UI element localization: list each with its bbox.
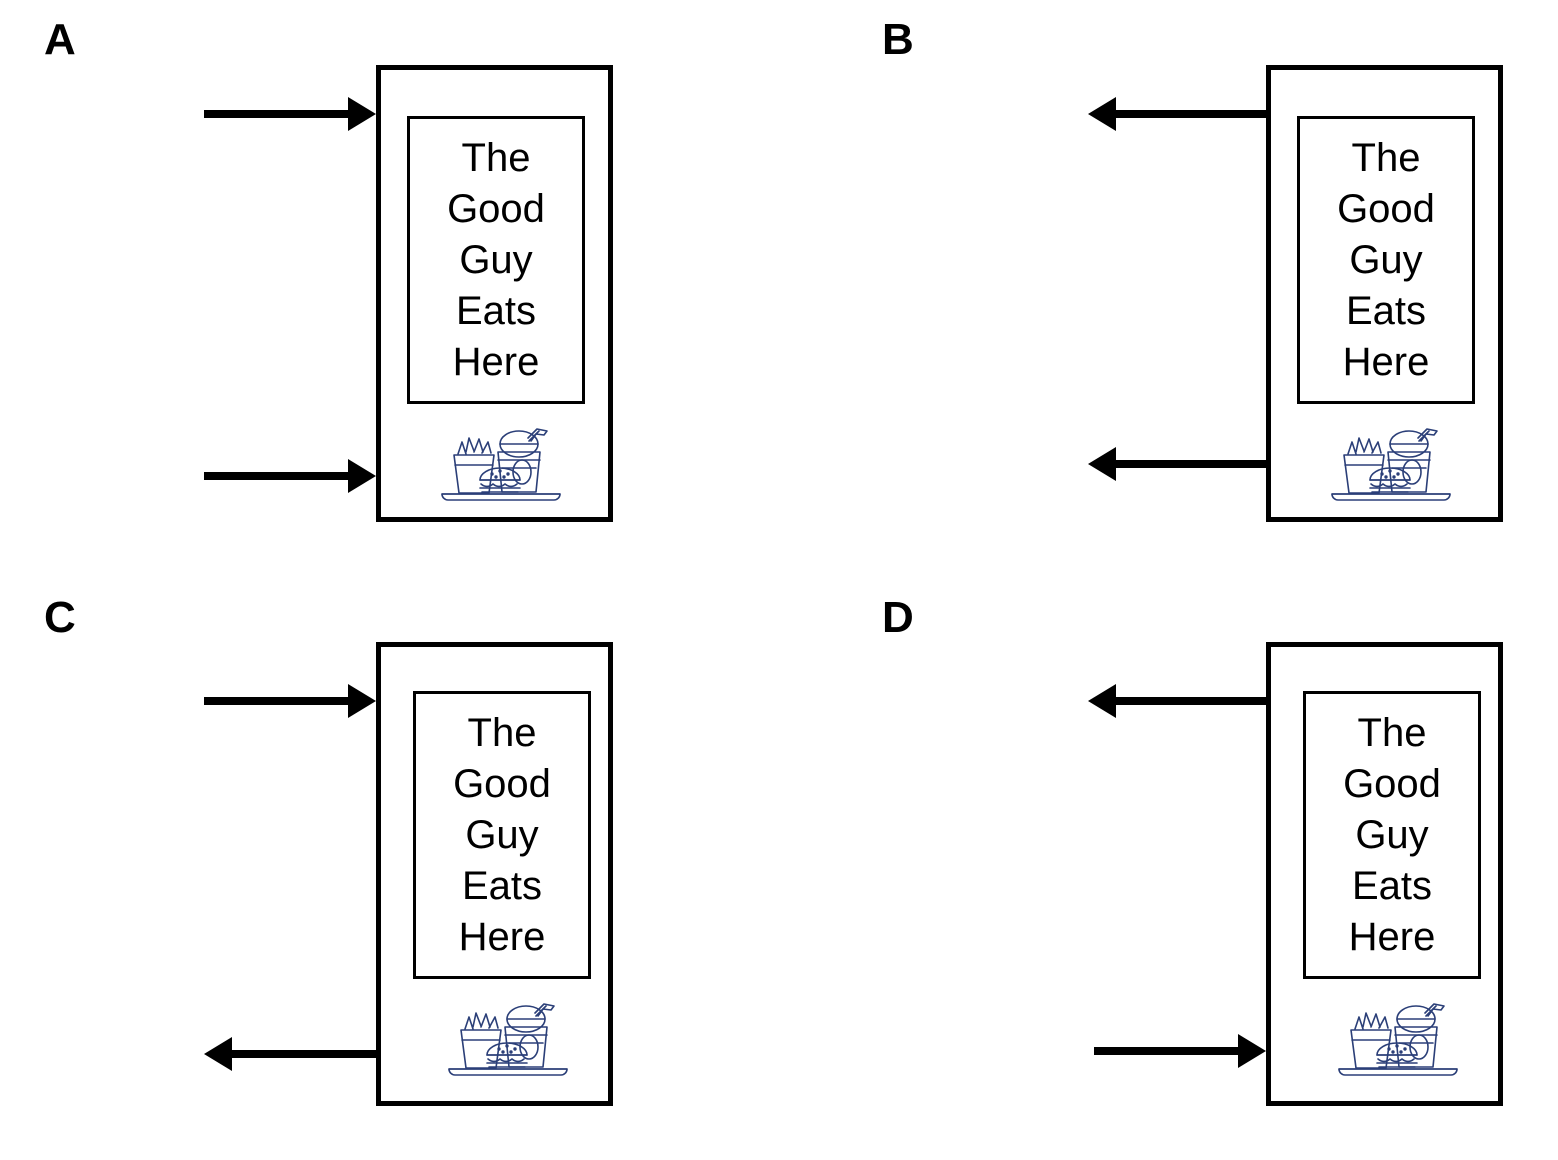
sign-b-line-5: Here [1342,339,1430,384]
panel-d-top-arrow-left-icon [1088,684,1266,718]
panel-c-bottom-arrow-left-icon [204,1037,380,1071]
sign-a-line-4: Eats [455,288,537,333]
sign-b-line-3: Guy [1349,237,1423,282]
sign-a-line-2: Good [447,186,545,231]
fast-food-tray-icon [448,1003,568,1076]
panel-a-bottom-arrow-right-icon [204,459,376,493]
sign-d: The Good Guy Eats Here [1303,691,1481,979]
sign-a-line-5: Here [452,339,540,384]
sign-c: The Good Guy Eats Here [413,691,591,979]
sign-d-line-3: Guy [1355,812,1429,857]
sign-d-line-4: Eats [1351,863,1433,908]
panel-b-bottom-arrow-left-icon [1088,447,1266,481]
panel-d-bottom-arrow-right-icon [1094,1034,1266,1068]
sign-c-line-2: Good [453,761,551,806]
billboard-c: The Good Guy Eats Here [376,642,613,1106]
fast-food-tray-icon [1338,1003,1458,1076]
sign-c-line-3: Guy [465,812,539,857]
sign-a-line-3: Guy [459,237,533,282]
billboard-b: The Good Guy Eats Here [1266,65,1503,522]
sign-a-line-1: The [461,135,531,180]
panel-label-a: A [44,15,76,64]
panel-a-top-arrow-right-icon [204,97,376,131]
sign-c-line-1: The [467,710,537,755]
sign-b-line-4: Eats [1345,288,1427,333]
panel-label-d: D [882,593,914,642]
sign-b: The Good Guy Eats Here [1297,116,1475,404]
sign-c-line-4: Eats [461,863,543,908]
sign-b-line-2: Good [1337,186,1435,231]
fast-food-tray-icon [1331,428,1451,501]
sign-d-line-2: Good [1343,761,1441,806]
sign-d-line-1: The [1357,710,1427,755]
sign-c-line-5: Here [458,914,546,959]
panel-b-top-arrow-left-icon [1088,97,1266,131]
sign-d-line-5: Here [1348,914,1436,959]
sign-b-line-1: The [1351,135,1421,180]
panel-label-b: B [882,15,914,64]
panel-label-c: C [44,593,76,642]
panel-c-top-arrow-right-icon [204,684,376,718]
billboard-d: The Good Guy Eats Here [1266,642,1503,1106]
fast-food-tray-icon [441,428,561,501]
billboard-a: The Good Guy Eats Here [376,65,613,522]
sign-a: The Good Guy Eats Here [407,116,585,404]
